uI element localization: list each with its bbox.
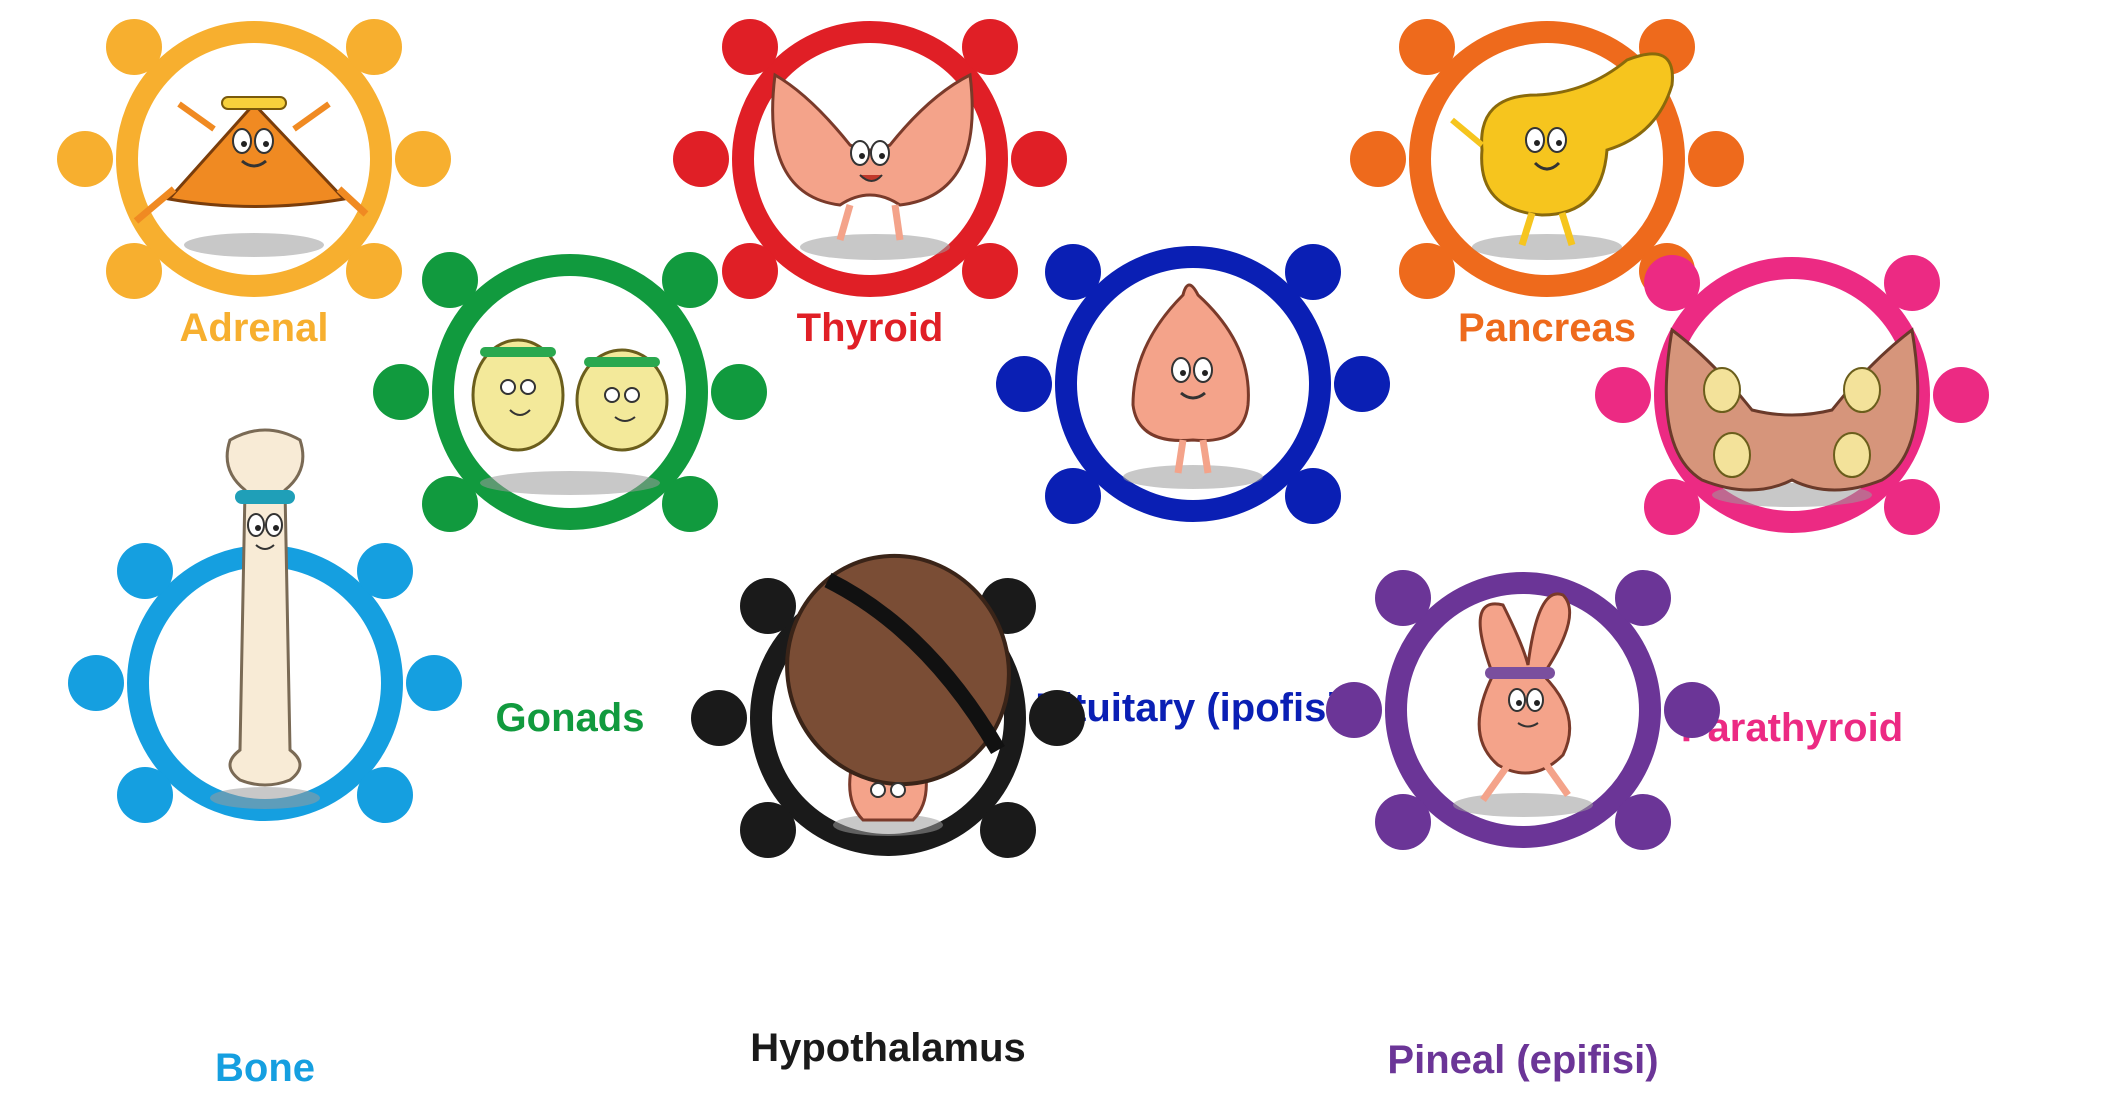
gland-dot xyxy=(1644,255,1700,311)
gland-dot xyxy=(422,476,478,532)
gland-dot xyxy=(1615,794,1671,850)
gland-dot xyxy=(68,655,124,711)
gland-dot xyxy=(1884,479,1940,535)
gland-dot xyxy=(662,476,718,532)
gland-dot xyxy=(673,131,729,187)
gland-dot xyxy=(346,19,402,75)
gland-label: Hypothalamus xyxy=(750,1026,1026,1070)
gland-dot xyxy=(1375,570,1431,626)
gland-dot xyxy=(1933,367,1989,423)
gland-label: Bone xyxy=(215,1046,315,1090)
gland-dot xyxy=(373,364,429,420)
gland-dot xyxy=(106,243,162,299)
gland-ring xyxy=(1409,21,1685,297)
gland-ring xyxy=(1055,246,1331,522)
gland-label: Adrenal xyxy=(179,306,329,350)
gland-dot xyxy=(1399,243,1455,299)
gland-dot xyxy=(662,252,718,308)
gland-label: Pituitary (ipofisi) xyxy=(1035,686,1351,730)
gland-dot xyxy=(1029,690,1085,746)
gland-dot xyxy=(1011,131,1067,187)
gland-dot xyxy=(1375,794,1431,850)
gland-dot xyxy=(57,131,113,187)
gland-ring xyxy=(432,254,708,530)
gland-dot xyxy=(117,767,173,823)
gland-dot xyxy=(996,356,1052,412)
gland-label: Gonads xyxy=(495,696,645,740)
gland-dot xyxy=(1045,244,1101,300)
gland-dot xyxy=(395,131,451,187)
gland-ring xyxy=(116,21,392,297)
gland-dot xyxy=(691,690,747,746)
gland-label: Thyroid xyxy=(796,306,944,350)
gland-dot xyxy=(962,19,1018,75)
gland-dot xyxy=(357,543,413,599)
gland-dot xyxy=(1688,131,1744,187)
gland-ring xyxy=(732,21,1008,297)
gland-dot xyxy=(1615,570,1671,626)
gland-ring xyxy=(1385,572,1661,848)
gland-dot xyxy=(1334,356,1390,412)
gland-dot xyxy=(980,802,1036,858)
gland-dot xyxy=(117,543,173,599)
gland-dot xyxy=(422,252,478,308)
gland-dot xyxy=(346,243,402,299)
gland-dot xyxy=(1045,468,1101,524)
gland-dot xyxy=(740,578,796,634)
gland-dot xyxy=(740,802,796,858)
gland-dot xyxy=(1285,244,1341,300)
gland-dot xyxy=(1350,131,1406,187)
gland-dot xyxy=(1664,682,1720,738)
gland-label: Pancreas xyxy=(1458,306,1636,350)
gland-dot xyxy=(1884,255,1940,311)
gland-dot xyxy=(1595,367,1651,423)
gland-dot xyxy=(1326,682,1382,738)
gland-dot xyxy=(722,19,778,75)
gland-dot xyxy=(1399,19,1455,75)
gland-label: Pineal (epifisi) xyxy=(1387,1038,1659,1082)
gland-dot xyxy=(106,19,162,75)
gland-dot xyxy=(711,364,767,420)
gland-dot xyxy=(962,243,1018,299)
gland-dot xyxy=(357,767,413,823)
gland-dot xyxy=(1644,479,1700,535)
gland-dot xyxy=(1285,468,1341,524)
gland-dot xyxy=(406,655,462,711)
gland-dot xyxy=(722,243,778,299)
